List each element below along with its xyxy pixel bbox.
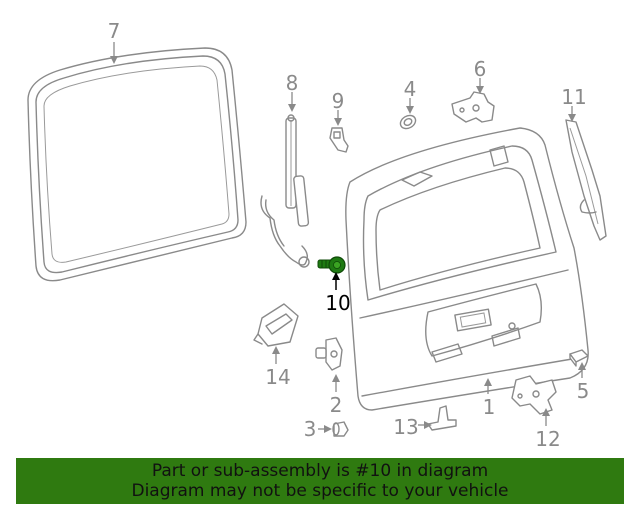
callout-labels: 7 8 9 4 6 11 10 14 2 3 1 5 13 12	[108, 19, 590, 451]
parts-diagram: 7 8 9 4 6 11 10 14 2 3 1 5 13 12	[27, 19, 607, 451]
part-13-bracket	[427, 405, 457, 431]
part-2-latch	[315, 337, 343, 371]
callout-9[interactable]: 9	[332, 89, 345, 113]
banner-line-disclaimer: Diagram may not be specific to your vehi…	[131, 481, 509, 501]
callout-14[interactable]: 14	[265, 365, 290, 389]
part-12-bracket	[511, 375, 557, 415]
callout-11[interactable]: 11	[561, 85, 586, 109]
callout-4[interactable]: 4	[404, 77, 417, 101]
part-9-bracket	[329, 127, 349, 153]
part-14-module	[253, 303, 299, 347]
callout-13[interactable]: 13	[393, 415, 418, 439]
leader-lines	[110, 42, 586, 433]
part-1-liftgate	[345, 127, 589, 411]
callout-10[interactable]: 10	[325, 291, 350, 315]
part-3-bumper	[332, 421, 349, 437]
info-banner: Part or sub-assembly is #10 in diagram D…	[16, 458, 624, 504]
part-5-pad	[569, 349, 589, 367]
callout-12[interactable]: 12	[535, 427, 560, 451]
part-7-glass-seal	[27, 47, 247, 282]
part-4-grommet	[399, 114, 417, 130]
callout-3[interactable]: 3	[304, 417, 317, 441]
callout-5[interactable]: 5	[577, 379, 590, 403]
part-10-bolt-highlighted	[317, 256, 346, 274]
callout-2[interactable]: 2	[330, 393, 343, 417]
part-8-lift-strut	[260, 114, 310, 268]
callout-8[interactable]: 8	[286, 71, 299, 95]
callout-7[interactable]: 7	[108, 19, 121, 43]
part-6-hinge	[451, 91, 495, 123]
banner-line-part-info: Part or sub-assembly is #10 in diagram	[151, 461, 489, 481]
part-11-side-trim	[565, 119, 607, 241]
callout-1[interactable]: 1	[483, 395, 496, 419]
callout-6[interactable]: 6	[474, 57, 487, 81]
